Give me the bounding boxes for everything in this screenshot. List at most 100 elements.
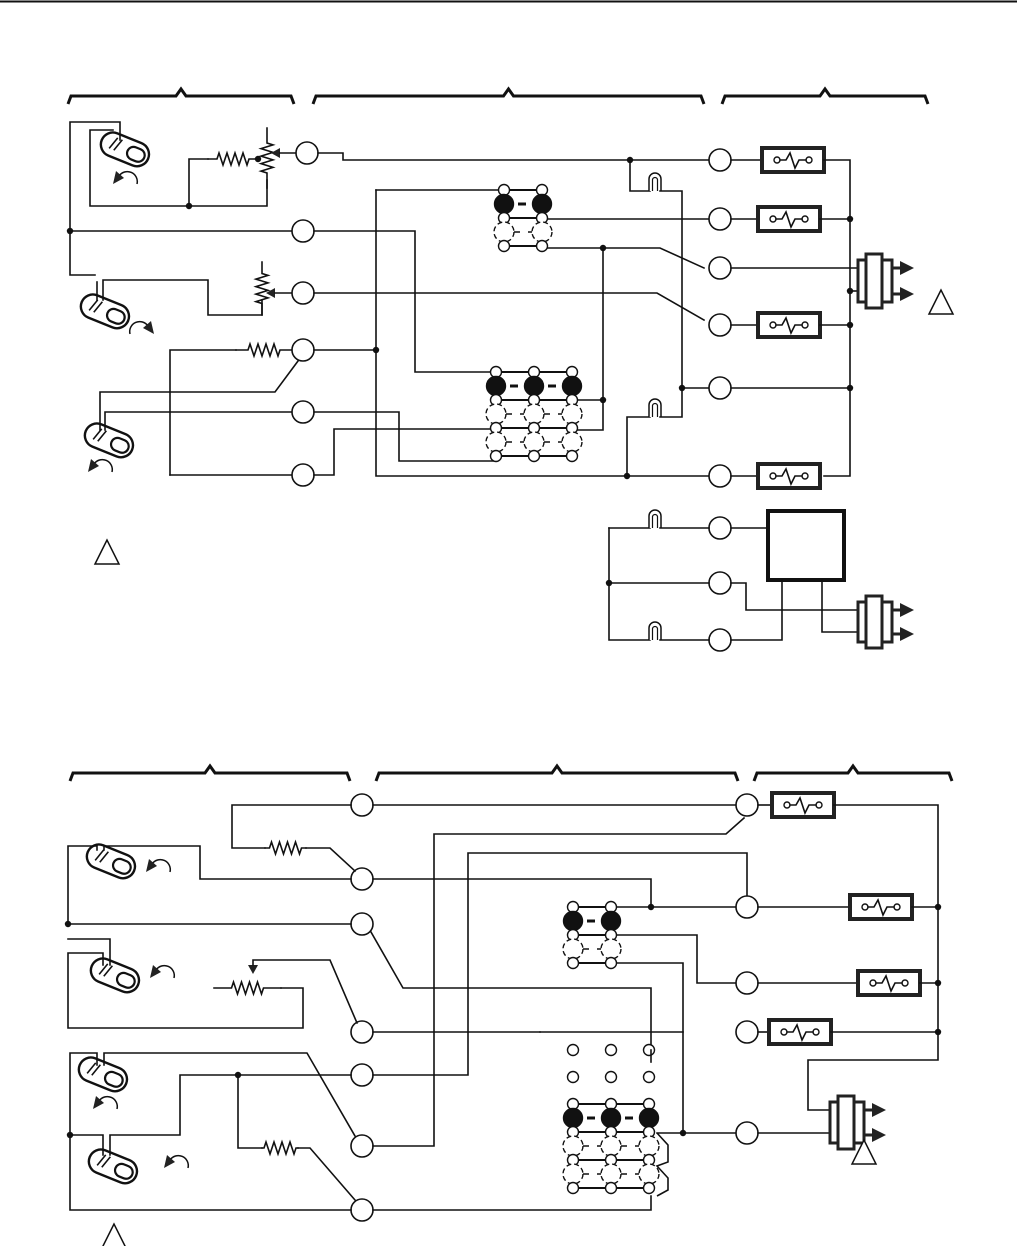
fuse-contact: [812, 1028, 820, 1036]
terminal: [708, 464, 732, 488]
note-triangle-icon: [102, 1222, 126, 1246]
connector-arrow-icon: [900, 287, 914, 301]
wire: [237, 1074, 263, 1149]
wire: [372, 816, 746, 1147]
fuse-contact: [901, 979, 909, 987]
jumper-pin: [566, 1070, 580, 1084]
fuse-contact: [773, 156, 781, 164]
fuse-contact: [893, 903, 901, 911]
sensor-body: [87, 1148, 139, 1185]
wire: [103, 845, 352, 880]
jumper-pin: [535, 211, 549, 225]
fuse-contact: [769, 321, 777, 329]
sensor-window: [109, 436, 130, 454]
terminal: [291, 219, 315, 243]
rotation-arrow-icon: [88, 458, 114, 473]
group-bracket: [720, 86, 930, 105]
sensor-body: [77, 1056, 129, 1093]
rotation-arrowhead: [164, 1155, 175, 1168]
jumper-optional: [523, 403, 545, 425]
terminal: [291, 338, 315, 362]
sensor-window: [113, 1162, 134, 1180]
wire: [252, 959, 359, 1025]
lamp-icon: [648, 398, 662, 417]
wire: [317, 152, 721, 161]
note-triangle-icon: [850, 1138, 878, 1165]
jumper-pin: [565, 393, 579, 407]
fuse-element-icon: [775, 210, 803, 230]
terminal: [735, 793, 759, 817]
jumper-optional: [485, 403, 507, 425]
wire: [369, 930, 652, 1051]
fuse-contact: [801, 472, 809, 480]
sensor-mark: [88, 299, 99, 311]
rotation-arrowhead: [88, 459, 99, 472]
wire: [89, 129, 268, 207]
sensor-mark: [97, 430, 107, 442]
sensor-mark: [96, 1154, 107, 1166]
fuse-contact: [769, 472, 777, 480]
terminal: [291, 281, 315, 305]
junction-dot: [934, 979, 942, 987]
wire: [67, 952, 304, 1029]
wire: [372, 878, 737, 908]
jumper-installed: [561, 375, 583, 397]
group-bracket: [68, 763, 352, 782]
terminal: [708, 376, 732, 400]
jumper-optional: [523, 431, 545, 453]
jumper-installed: [493, 193, 515, 215]
jumper-optional: [561, 403, 583, 425]
top-wiring-diagram: [66, 86, 955, 652]
terminal: [708, 256, 732, 280]
sensor-window: [115, 971, 136, 989]
terminal: [708, 148, 732, 172]
sensor-body: [85, 843, 137, 880]
lamp-filament: [651, 402, 659, 417]
jumper-pin: [604, 956, 618, 970]
terminal: [708, 313, 732, 337]
jumper-pin: [497, 239, 511, 253]
wire: [313, 230, 497, 373]
sensor-icon: [79, 293, 131, 330]
fuse-contact: [780, 1028, 788, 1036]
rotation-arrow-icon: [93, 1095, 119, 1110]
wiper-arrow-icon: [271, 148, 280, 158]
jumper-optional: [600, 938, 622, 960]
sensor-mark: [101, 1156, 111, 1168]
connector-arrow-icon: [900, 261, 914, 275]
fuse-contact: [801, 321, 809, 329]
wire: [807, 804, 939, 1111]
rotation-arc: [118, 170, 139, 185]
junction-dot: [846, 215, 854, 223]
jumper-optional: [600, 1135, 622, 1157]
sensor-mark: [91, 1064, 101, 1076]
resistor-icon: [235, 341, 293, 359]
jumper-pin: [604, 1125, 618, 1139]
wire: [313, 411, 497, 462]
fuse-contact: [801, 215, 809, 223]
note-triangle-icon: [93, 538, 121, 565]
jumper-pin: [604, 1153, 618, 1167]
sensor-mark: [94, 849, 105, 861]
fuse-element-icon: [779, 151, 807, 171]
sensor-window: [103, 1070, 124, 1088]
control-module-box: [766, 509, 846, 582]
jumper-optional: [561, 431, 583, 453]
connector-plug: [836, 1094, 856, 1151]
wire: [188, 158, 209, 207]
fuse-element-icon: [786, 1023, 814, 1043]
jumper-pin: [565, 421, 579, 435]
terminal: [350, 793, 374, 817]
wire: [69, 1134, 104, 1156]
terminal: [350, 1020, 374, 1044]
jumper-installed: [485, 375, 507, 397]
fuse-contact: [869, 979, 877, 987]
jumper-pin: [535, 239, 549, 253]
resistor-icon: [261, 1139, 299, 1157]
wire: [610, 962, 684, 1134]
wire: [659, 190, 721, 389]
jumper-optional: [531, 221, 553, 243]
jumper-pin: [489, 393, 503, 407]
potentiometer-icon: [258, 127, 276, 189]
